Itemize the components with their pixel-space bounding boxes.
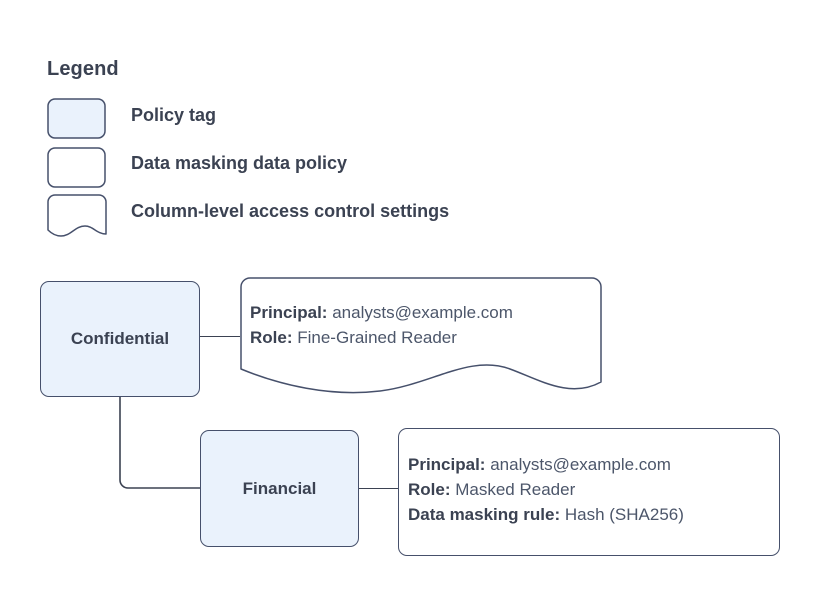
callout-financial-line-3-value: Hash (SHA256) (564, 505, 684, 524)
callout-financial-line-3: Data masking rule: Hash (SHA256) (408, 502, 684, 527)
callout-financial-line-1-label: Principal: (408, 455, 486, 474)
callout-confidential-line-2-value: Fine-Grained Reader (297, 328, 457, 347)
legend-swatch-policy-tag (47, 98, 106, 139)
node-financial-label: Financial (242, 478, 317, 498)
node-confidential-label: Confidential (70, 329, 170, 348)
callout-financial-line-3-label: Data masking rule: (408, 505, 561, 524)
legend-label-data-masking-policy: Data masking data policy (131, 153, 348, 173)
callout-confidential-line-2: Role: Fine-Grained Reader (250, 325, 457, 350)
node-financial[interactable]: Financial (200, 430, 359, 547)
callout-financial-line-2: Role: Masked Reader (408, 477, 575, 502)
legend-swatch-data-masking-policy (47, 147, 106, 188)
callout-confidential-line-1: Principal: analysts@example.com (250, 300, 513, 325)
callout-financial-line-1-value: analysts@example.com (490, 455, 671, 474)
callout-confidential-access-settings[interactable]: Principal: analysts@example.com Role: Fi… (240, 277, 602, 400)
callout-confidential-shape (240, 277, 602, 394)
legend-title: Legend (47, 58, 119, 80)
legend-label-policy-tag: Policy tag (131, 105, 217, 125)
callout-confidential-line-1-value: analysts@example.com (332, 303, 513, 322)
connector-confidential-to-callout (200, 335, 240, 338)
callout-financial-line-2-label: Role: (408, 480, 451, 499)
callout-confidential-line-2-label: Role: (250, 328, 293, 347)
legend-label-access-control-settings: Column-level access control settings (131, 201, 450, 221)
callout-financial-access-settings[interactable]: Principal: analysts@example.com Role: Ma… (398, 428, 780, 556)
callout-financial-line-1: Principal: analysts@example.com (408, 452, 671, 477)
legend-swatch-access-control-settings (47, 194, 107, 239)
connector-confidential-to-financial (119, 396, 208, 489)
callout-confidential-line-1-label: Principal: (250, 303, 328, 322)
callout-financial-line-2-value: Masked Reader (455, 480, 576, 499)
node-confidential[interactable]: Confidential (40, 281, 200, 397)
connector-financial-to-callout (359, 487, 398, 490)
